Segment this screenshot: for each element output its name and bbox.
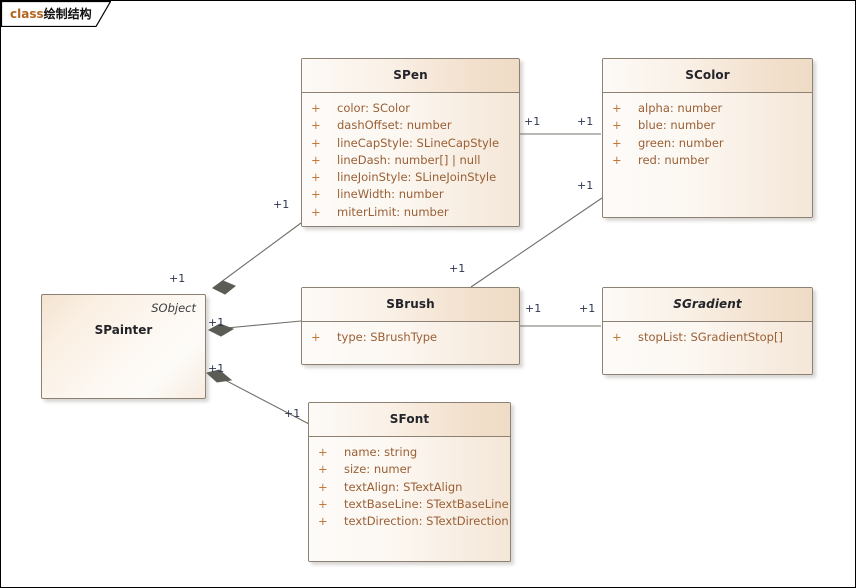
attribute-text: alpha: number xyxy=(638,101,723,115)
class-box-sfont[interactable]: SFont + name: string + size: numer + textAl… xyxy=(308,402,511,562)
class-box-sgradient[interactable]: SGradient + stopList: SGradientStop[] xyxy=(602,287,813,375)
attribute-text: color: SColor xyxy=(337,101,410,115)
attribute-text: lineDash: number[] | null xyxy=(337,152,481,167)
attribute-text: green: number xyxy=(638,135,724,150)
visibility-marker: + xyxy=(318,479,328,494)
multiplicity-spainter-sfont-source: +1 xyxy=(208,362,225,375)
multiplicity-spen-scolor-source: +1 xyxy=(524,115,541,128)
visibility-marker: + xyxy=(311,135,321,150)
attribute-text: lineWidth: number xyxy=(337,187,444,202)
visibility-marker: + xyxy=(612,330,622,344)
multiplicity-sbrush-scolor-target: +1 xyxy=(577,179,594,192)
visibility-marker: + xyxy=(318,445,328,459)
connector-spainter-spen[interactable] xyxy=(212,222,302,295)
class-header-sgradient: SGradient xyxy=(603,288,812,322)
class-box-spen[interactable]: SPen + color: SColor + dashOffset: number … xyxy=(301,58,520,227)
class-attributes-spen: + color: SColor + dashOffset: number + line… xyxy=(302,93,519,226)
class-box-spainter[interactable]: SObject SPainter xyxy=(41,294,206,399)
attribute-row: + lineDash: number[] | null xyxy=(302,152,519,169)
visibility-marker: + xyxy=(318,462,328,477)
class-header-scolor: SColor xyxy=(603,59,812,93)
class-box-sbrush[interactable]: SBrush + type: SBrushType xyxy=(301,287,520,365)
attribute-row: + miterLimit: number xyxy=(302,204,519,221)
class-name-spen: SPen xyxy=(393,68,428,82)
attribute-text: type: SBrushType xyxy=(337,330,438,344)
attribute-text: lineCapStyle: SLineCapStyle xyxy=(337,135,500,150)
attribute-text: miterLimit: number xyxy=(337,204,449,219)
attribute-row: + name: string xyxy=(309,444,510,461)
visibility-marker: + xyxy=(612,135,622,150)
visibility-marker: + xyxy=(311,330,321,344)
class-attributes-sgradient: + stopList: SGradientStop[] xyxy=(603,322,812,374)
attribute-text: size: numer xyxy=(344,462,412,477)
attribute-text: textDirection: STextDirection xyxy=(344,514,509,529)
class-attributes-sbrush: + type: SBrushType xyxy=(302,322,519,364)
class-header-sbrush: SBrush xyxy=(302,288,519,322)
visibility-marker: + xyxy=(612,101,622,115)
visibility-marker: + xyxy=(612,118,622,133)
attribute-text: textAlign: STextAlign xyxy=(344,479,463,494)
attribute-row: + type: SBrushType xyxy=(302,329,519,346)
visibility-marker: + xyxy=(311,204,321,219)
visibility-marker: + xyxy=(311,118,321,133)
visibility-marker: + xyxy=(311,152,321,167)
class-attributes-sfont: + name: string + size: numer + textAlign: S… xyxy=(309,437,510,561)
multiplicity-sbrush-sgradient-target: +1 xyxy=(579,302,596,315)
class-name-scolor: SColor xyxy=(685,68,730,82)
attribute-text: lineJoinStyle: SLineJoinStyle xyxy=(337,170,497,185)
attribute-row: + alpha: number xyxy=(603,100,812,117)
connector-spainter-sfont[interactable] xyxy=(205,369,310,425)
attribute-row: + red: number xyxy=(603,152,812,169)
attribute-row: + textDirection: STextDirection xyxy=(309,513,510,530)
visibility-marker: + xyxy=(311,187,321,202)
attribute-row: + dashOffset: number xyxy=(302,117,519,134)
multiplicity-sbrush-sgradient-source: +1 xyxy=(525,302,542,315)
class-header-spen: SPen xyxy=(302,59,519,93)
attribute-text: blue: number xyxy=(638,118,716,133)
class-name-sbrush: SBrush xyxy=(386,297,435,311)
class-name-sgradient: SGradient xyxy=(673,297,742,311)
frame-tab-shape xyxy=(1,1,111,27)
multiplicity-sbrush-scolor-source: +1 xyxy=(449,262,466,275)
multiplicity-spainter-sfont-target: +1 xyxy=(284,407,301,420)
attribute-row: + color: SColor xyxy=(302,100,519,117)
connector-spainter-sbrush[interactable] xyxy=(207,320,302,337)
class-attributes-scolor: + alpha: number + blue: number + green: num… xyxy=(603,93,812,217)
attribute-text: textBaseLine: STextBaseLine xyxy=(344,496,509,511)
attribute-text: red: number xyxy=(638,152,710,167)
class-name-sfont: SFont xyxy=(389,412,430,426)
attribute-row: + size: numer xyxy=(309,461,510,478)
attribute-row: + lineJoinStyle: SLineJoinStyle xyxy=(302,169,519,186)
frame-title-text: class绘制结构 xyxy=(10,5,92,23)
attribute-text: name: string xyxy=(344,445,418,459)
class-stereotype-spainter: SObject xyxy=(151,301,196,315)
multiplicity-spainter-spen-target: +1 xyxy=(273,198,290,211)
multiplicity-spainter-spen-source: +1 xyxy=(169,272,186,285)
attribute-row: + textBaseLine: STextBaseLine xyxy=(309,496,510,513)
class-name-spainter: SPainter xyxy=(94,323,153,337)
attribute-text: stopList: SGradientStop[] xyxy=(638,330,783,344)
visibility-marker: + xyxy=(311,101,321,115)
frame-title-tab[interactable]: class绘制结构 xyxy=(1,1,111,27)
connector-sbrush-scolor[interactable] xyxy=(470,197,603,288)
multiplicity-spen-scolor-target: +1 xyxy=(577,115,594,128)
class-box-scolor[interactable]: SColor + alpha: number + blue: number + gre… xyxy=(602,58,813,218)
attribute-row: + green: number xyxy=(603,135,812,152)
class-header-sfont: SFont xyxy=(309,403,510,437)
visibility-marker: + xyxy=(612,152,622,167)
frame-name: 绘制结构 xyxy=(43,7,92,21)
frame-keyword: class xyxy=(10,7,44,21)
attribute-text: dashOffset: number xyxy=(337,118,452,133)
visibility-marker: + xyxy=(318,496,328,511)
attribute-row: + blue: number xyxy=(603,117,812,134)
attribute-row: + stopList: SGradientStop[] xyxy=(603,329,812,346)
attribute-row: + lineWidth: number xyxy=(302,186,519,203)
visibility-marker: + xyxy=(318,514,328,529)
multiplicity-spainter-sbrush-source: +1 xyxy=(208,316,225,329)
visibility-marker: + xyxy=(311,170,321,185)
attribute-row: + textAlign: STextAlign xyxy=(309,479,510,496)
attribute-row: + lineCapStyle: SLineCapStyle xyxy=(302,135,519,152)
